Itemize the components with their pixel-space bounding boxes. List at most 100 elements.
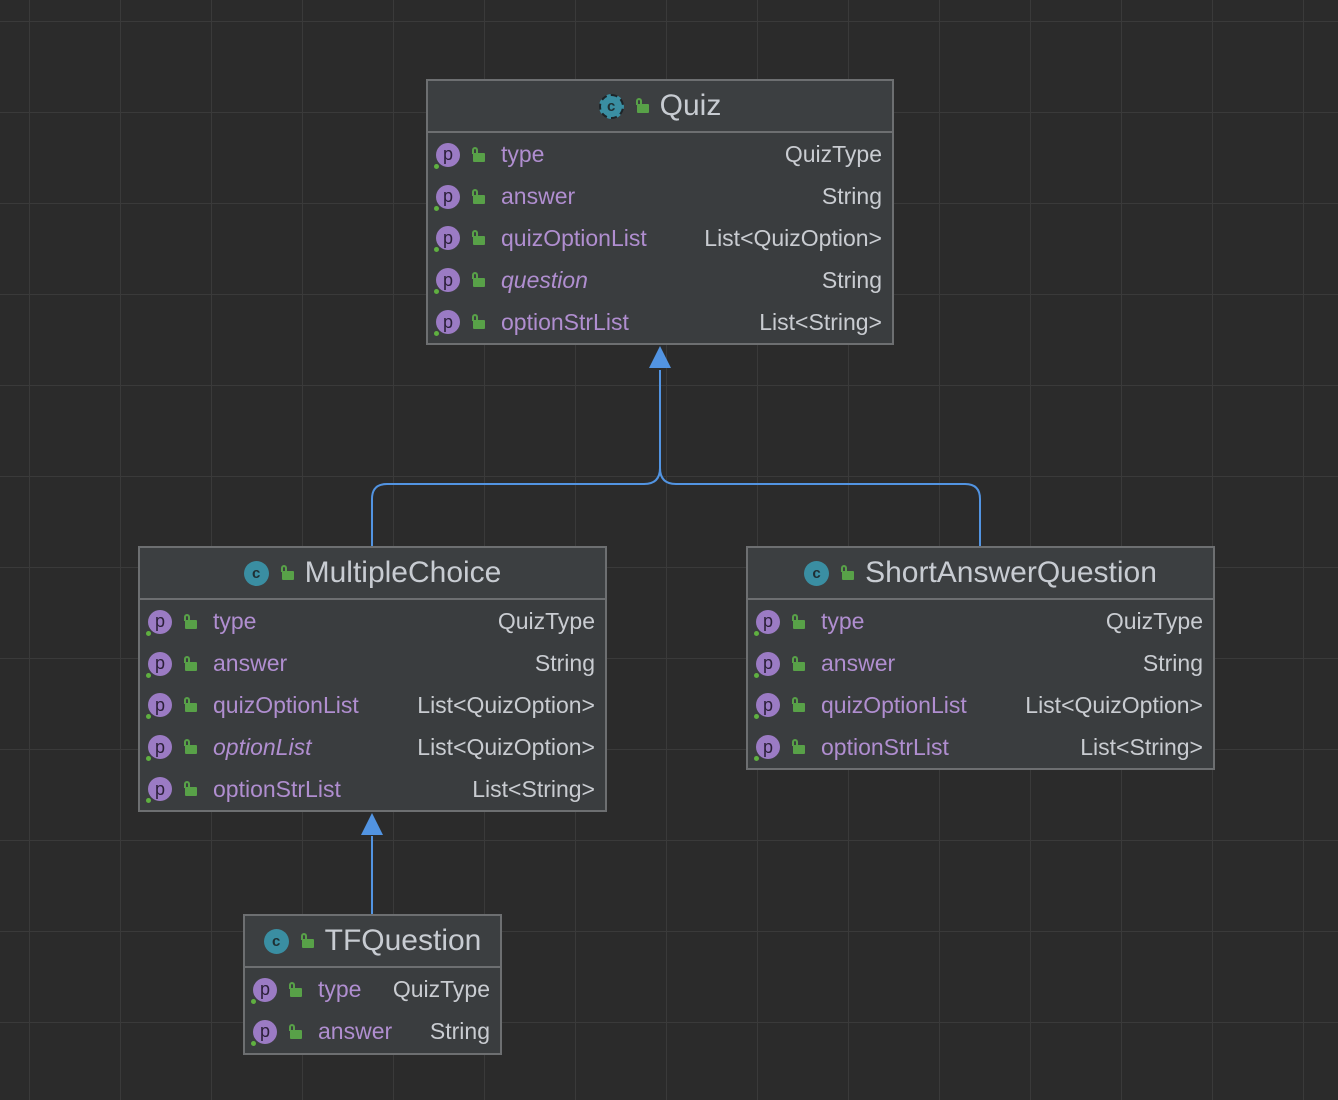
- property-icon-letter: p: [442, 269, 453, 290]
- field-type: String: [1142, 650, 1203, 677]
- inheritance-arrowhead: [649, 346, 671, 368]
- field-type: QuizType: [392, 976, 490, 1003]
- lock-icon: [790, 697, 806, 713]
- field-name: type: [318, 976, 362, 1003]
- property-icon-letter: p: [154, 778, 165, 799]
- lock-icon: [182, 613, 198, 630]
- property-icon: p: [434, 310, 460, 337]
- property-icon-letter: p: [442, 311, 453, 332]
- lock-icon: [182, 655, 198, 672]
- property-icon: p: [434, 184, 460, 211]
- property-icon-letter: p: [154, 736, 165, 757]
- property-icon: p: [434, 268, 460, 295]
- field-type: String: [821, 183, 882, 210]
- field-type: QuizType: [784, 141, 882, 168]
- class-icon: c: [263, 928, 289, 954]
- class-header-quiz[interactable]: c Quiz: [428, 81, 892, 133]
- field-row[interactable]: p answer String: [245, 1011, 500, 1053]
- class-header-short-answer-question[interactable]: c ShortAnswerQuestion: [748, 548, 1213, 600]
- class-header-multiple-choice[interactable]: c MultipleChoice: [140, 548, 605, 600]
- property-icon: p: [251, 1019, 277, 1046]
- lock-icon: [287, 1023, 303, 1040]
- property-icon: p: [146, 777, 172, 804]
- field-type: String: [429, 1018, 490, 1045]
- lock-icon: [182, 781, 198, 797]
- class-name: MultipleChoice: [304, 556, 502, 589]
- field-row[interactable]: p optionList List<QuizOption>: [140, 726, 605, 768]
- field-type: QuizType: [1105, 608, 1203, 635]
- field-name: quizOptionList: [501, 224, 647, 251]
- property-icon-letter: p: [442, 227, 453, 248]
- lock-icon: [839, 565, 855, 581]
- class-box-tf-question[interactable]: c TFQuestion p type QuizType p answer String: [243, 914, 502, 1055]
- field-type: List<QuizOption>: [1025, 691, 1203, 718]
- field-name: answer: [501, 183, 576, 210]
- field-type: List<String>: [472, 775, 595, 802]
- property-icon-letter: p: [154, 653, 165, 674]
- field-type: QuizType: [497, 608, 595, 635]
- lock-icon: [287, 981, 303, 998]
- field-row[interactable]: p type QuizType: [748, 601, 1213, 643]
- property-icon: p: [754, 651, 780, 678]
- field-row[interactable]: p question String: [428, 259, 892, 301]
- field-row[interactable]: p quizOptionList List<QuizOption>: [428, 218, 892, 260]
- field-row[interactable]: p quizOptionList List<QuizOption>: [748, 685, 1213, 727]
- class-header-tf-question[interactable]: c TFQuestion: [245, 916, 500, 968]
- property-icon: p: [251, 977, 277, 1004]
- lock-icon: [470, 230, 486, 246]
- inheritance-arrowhead: [361, 813, 383, 835]
- property-icon: p: [146, 609, 172, 636]
- property-icon: p: [754, 735, 780, 762]
- abstract-class-icon: c: [598, 93, 624, 119]
- property-icon: p: [754, 693, 780, 720]
- property-icon: p: [434, 226, 460, 253]
- lock-icon: [182, 697, 198, 713]
- class-icon: c: [804, 560, 830, 586]
- class-name: TFQuestion: [324, 924, 482, 957]
- field-name: type: [821, 608, 865, 635]
- field-row[interactable]: p answer String: [428, 176, 892, 218]
- property-icon-letter: p: [154, 611, 165, 632]
- field-name: answer: [821, 650, 896, 677]
- field-row[interactable]: p type QuizType: [245, 969, 500, 1011]
- field-name: answer: [318, 1018, 393, 1045]
- property-icon-letter: p: [762, 694, 773, 715]
- field-name: question: [501, 266, 588, 293]
- field-row[interactable]: p type QuizType: [140, 601, 605, 643]
- field-type: List<QuizOption>: [704, 224, 882, 251]
- field-name: answer: [213, 650, 288, 677]
- property-icon: p: [146, 735, 172, 762]
- field-name: type: [501, 141, 545, 168]
- field-list: p type QuizType p answer String p quizOptionLis…: [748, 600, 1213, 768]
- property-icon-letter: p: [762, 653, 773, 674]
- field-name: quizOptionList: [821, 691, 967, 718]
- property-icon: p: [146, 693, 172, 720]
- lock-icon: [790, 739, 806, 755]
- field-type: List<QuizOption>: [417, 733, 595, 760]
- lock-icon: [470, 314, 486, 330]
- field-list: p type QuizType p answer String: [245, 968, 500, 1053]
- property-icon: p: [434, 142, 460, 169]
- edge-multiple-choice-to-quiz: [371, 370, 661, 546]
- field-name: optionList: [213, 733, 312, 760]
- field-name: optionStrList: [501, 308, 629, 335]
- field-row[interactable]: p type QuizType: [428, 134, 892, 176]
- lock-icon: [790, 655, 806, 672]
- field-type: String: [821, 266, 882, 293]
- field-name: type: [213, 608, 257, 635]
- field-type: List<String>: [759, 308, 882, 335]
- field-row[interactable]: p optionStrList List<String>: [428, 301, 892, 343]
- lock-icon: [470, 188, 486, 205]
- field-name: optionStrList: [821, 733, 949, 760]
- property-icon: p: [754, 609, 780, 636]
- class-box-short-answer-question[interactable]: c ShortAnswerQuestion p type QuizType p answ…: [746, 546, 1215, 771]
- field-row[interactable]: p answer String: [748, 643, 1213, 685]
